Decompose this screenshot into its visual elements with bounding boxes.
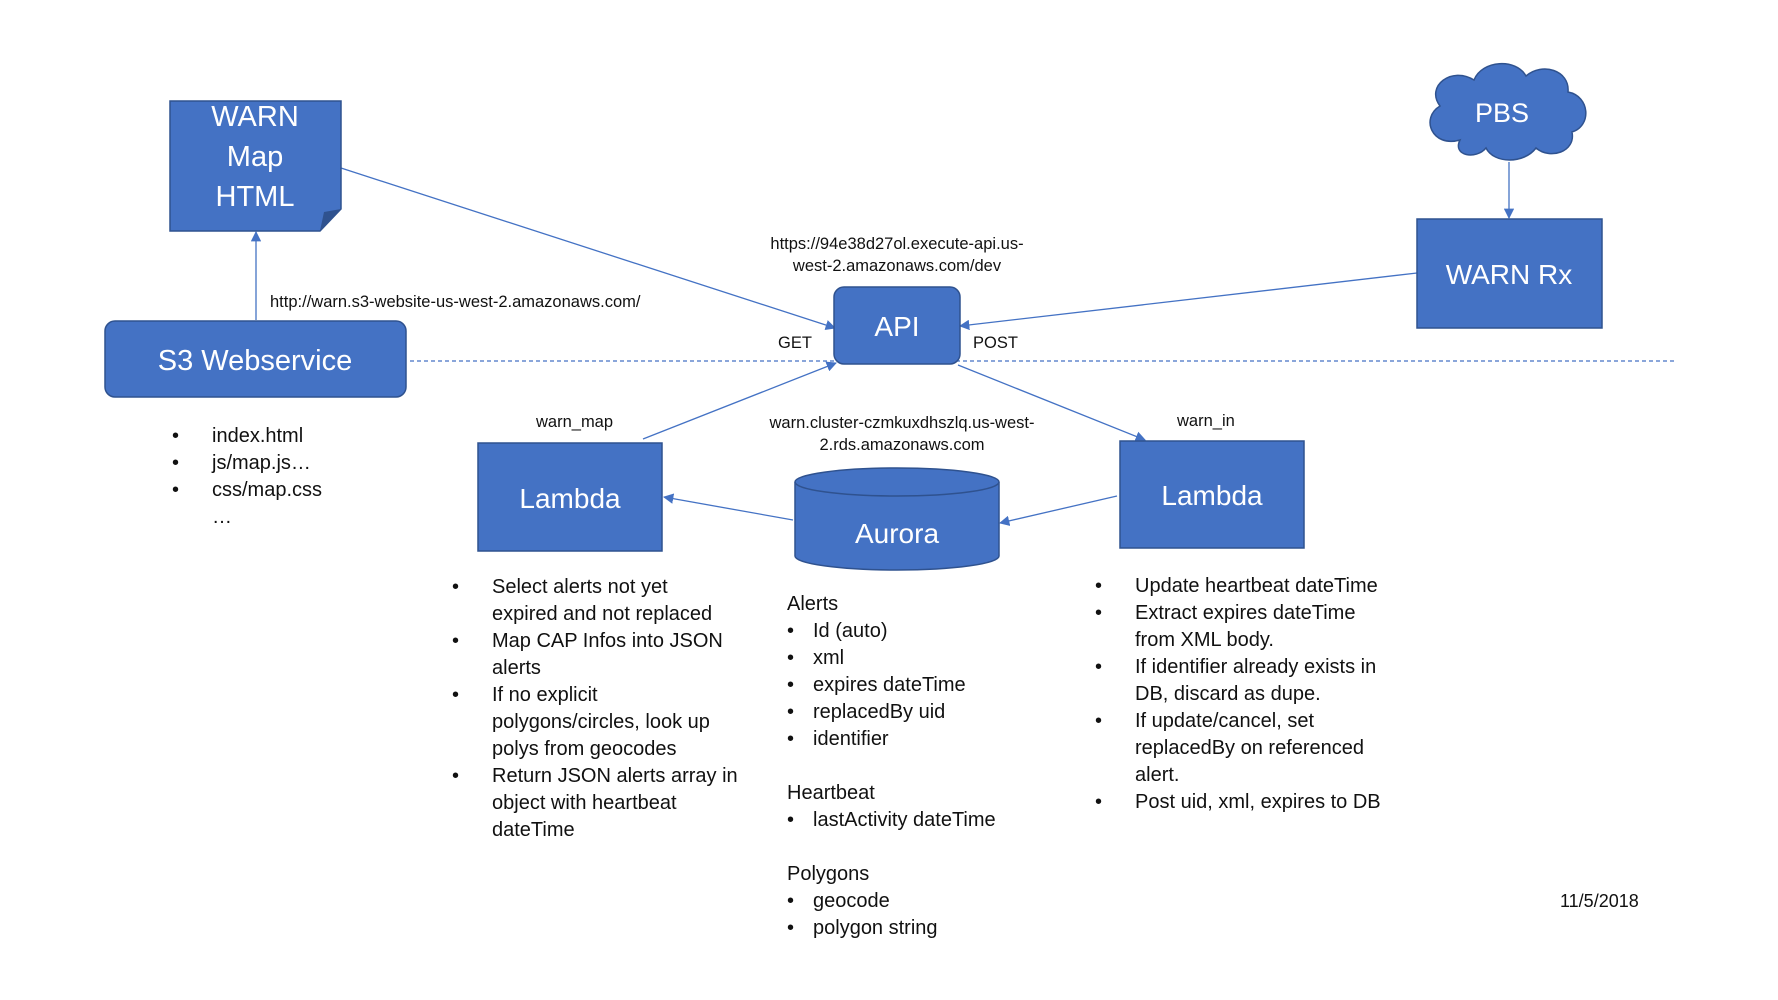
db-url-line-2: 2.rds.amazonaws.com — [819, 436, 985, 454]
warn-in-label: warn_in — [1177, 412, 1235, 430]
arrow-html-to-api — [340, 167, 836, 331]
list-item: Select alerts not yet expired and not re… — [448, 574, 738, 628]
list-item: Extract expires dateTime from XML body. — [1091, 600, 1381, 654]
api-node: API — [833, 286, 961, 365]
db-url-line-1: warn.cluster-czmkuxdhszlq.us-west- — [769, 414, 1035, 432]
lambda-left-label: Lambda — [519, 483, 621, 514]
arrow-lambda-left-to-api — [642, 361, 837, 440]
warn-rx-label: WARN Rx — [1446, 259, 1573, 290]
alerts-table-title: Alerts — [787, 593, 839, 615]
pbs-label: PBS — [1475, 98, 1529, 128]
s3-files-list: index.html js/map.js… css/map.css … — [168, 423, 368, 531]
polygons-table-title: Polygons — [787, 863, 870, 885]
list-item: geocode — [787, 888, 1047, 915]
list-item: identifier — [787, 726, 1047, 753]
list-item: replacedBy uid — [787, 699, 1047, 726]
pbs-cloud-node: PBS — [1429, 62, 1587, 161]
heartbeat-table-title: Heartbeat — [787, 782, 875, 804]
warn-map-html-node: WARN Map HTML — [169, 100, 342, 232]
api-url-label: https://94e38d27ol.execute-api.us- west-… — [762, 233, 1032, 277]
lambda-left-node: Lambda — [477, 442, 663, 552]
list-item: If identifier already exists in DB, disc… — [1091, 654, 1381, 708]
list-item: Update heartbeat dateTime — [1091, 573, 1381, 600]
lambda-left-notes: Select alerts not yet expired and not re… — [448, 574, 738, 844]
warn-map-html-line-1: WARN — [211, 101, 299, 133]
list-item: … — [212, 506, 232, 528]
aurora-db-node: Aurora — [794, 467, 1000, 571]
post-label: POST — [973, 334, 1018, 352]
lambda-right-label: Lambda — [1161, 480, 1263, 511]
list-item: If update/cancel, set replacedBy on refe… — [1091, 708, 1381, 789]
arrow-api-to-lambda-right — [957, 364, 1146, 442]
list-item: xml — [787, 645, 1047, 672]
list-item: polygon string — [787, 915, 1047, 942]
list-item: lastActivity dateTime — [787, 807, 1047, 834]
lambda-right-node: Lambda — [1119, 440, 1305, 549]
s3-webservice-node: S3 Webservice — [104, 320, 407, 398]
list-item: Id (auto) — [787, 618, 1047, 645]
list-item: expires dateTime — [787, 672, 1047, 699]
s3-url-label: http://warn.s3-website-us-west-2.amazona… — [270, 293, 641, 311]
api-label: API — [874, 311, 919, 342]
list-item: Return JSON alerts array in object with … — [448, 763, 738, 844]
api-url-line-2: west-2.amazonaws.com/dev — [792, 257, 1002, 275]
warn-map-html-line-3: HTML — [216, 181, 295, 213]
warn-map-html-line-2: Map — [227, 141, 283, 173]
arrow-aurora-to-lambda-left — [662, 493, 794, 521]
get-label: GET — [778, 334, 812, 352]
arrow-warnrx-to-api — [958, 272, 1418, 331]
list-item: Map CAP Infos into JSON alerts — [448, 628, 738, 682]
lambda-right-notes: Update heartbeat dateTime Extract expire… — [1091, 573, 1381, 816]
warn-rx-node: WARN Rx — [1416, 218, 1603, 329]
list-item: js/map.js… — [168, 450, 368, 477]
api-url-line-1: https://94e38d27ol.execute-api.us- — [770, 235, 1024, 253]
arrow-lambda-right-to-aurora — [998, 495, 1118, 526]
list-item: If no explicit polygons/circles, look up… — [448, 682, 738, 763]
alerts-fields: Id (auto) xml expires dateTime replacedB… — [787, 618, 1047, 753]
s3-webservice-label: S3 Webservice — [158, 345, 353, 377]
aurora-label: Aurora — [855, 518, 939, 549]
heartbeat-fields: lastActivity dateTime — [787, 807, 1047, 834]
list-item: css/map.css — [168, 477, 368, 504]
polygons-fields: geocode polygon string — [787, 888, 1047, 942]
list-item: index.html — [168, 423, 368, 450]
db-url-label: warn.cluster-czmkuxdhszlq.us-west- 2.rds… — [757, 412, 1047, 456]
warn-map-label: warn_map — [536, 413, 614, 431]
list-item: Post uid, xml, expires to DB — [1091, 789, 1381, 816]
diagram-date: 11/5/2018 — [1560, 891, 1639, 911]
